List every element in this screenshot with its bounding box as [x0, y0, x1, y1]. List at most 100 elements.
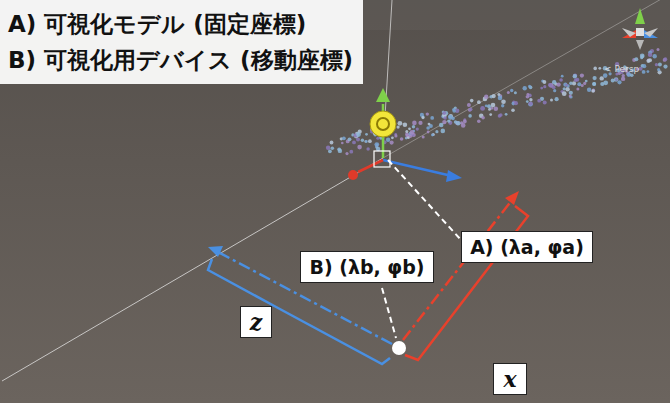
cloud-point	[416, 128, 419, 131]
cloud-point	[528, 85, 531, 88]
cloud-point	[426, 126, 430, 130]
cloud-point	[326, 146, 330, 150]
cloud-point	[611, 79, 615, 83]
cloud-point	[552, 85, 556, 89]
cloud-point	[653, 54, 657, 58]
cloud-point	[439, 123, 444, 128]
cloud-point	[510, 89, 513, 92]
coordinate-callout: A) (λa, φa)	[461, 231, 593, 263]
cloud-point	[477, 119, 481, 123]
cloud-point	[598, 67, 601, 70]
cloud-point	[573, 74, 577, 78]
cloud-point	[647, 59, 651, 63]
cloud-point	[470, 99, 474, 103]
transform-gizmo	[348, 88, 462, 182]
cloud-point	[342, 136, 346, 140]
cloud-point	[528, 101, 532, 105]
axis-name: x	[503, 365, 516, 393]
cloud-point	[481, 116, 485, 120]
coordinate-text: B) (λb, φb)	[309, 254, 424, 280]
cloud-point	[386, 138, 390, 142]
cloud-point	[658, 62, 662, 66]
cloud-point	[467, 103, 471, 107]
cloud-point	[328, 149, 332, 153]
cloud-point	[529, 86, 533, 90]
cloud-point	[422, 115, 425, 118]
cloud-point	[569, 82, 572, 85]
cloud-point	[409, 135, 412, 138]
cloud-point	[397, 126, 400, 129]
cloud-point	[576, 88, 579, 91]
cloud-point	[364, 140, 367, 143]
cloud-point	[356, 138, 360, 142]
cloud-point	[491, 103, 496, 108]
cloud-point	[468, 108, 472, 112]
cloud-point	[418, 121, 422, 125]
title-line: A) 可視化モデル (固定座標)	[8, 6, 353, 42]
cloud-point	[603, 80, 608, 85]
axis-label-box: z	[240, 306, 273, 338]
cloud-point	[427, 131, 430, 134]
cloud-point	[468, 114, 472, 118]
cloud-point	[422, 136, 425, 139]
cloud-point	[352, 141, 356, 145]
cloud-point	[331, 147, 335, 151]
cloud-point	[642, 70, 646, 74]
cloud-point	[592, 89, 596, 93]
cloud-point	[337, 147, 341, 151]
cloud-point	[577, 82, 581, 86]
view-mode-label: < Persp	[604, 64, 639, 74]
cloud-point	[580, 74, 584, 78]
cloud-point	[366, 147, 369, 150]
cloud-point	[615, 78, 618, 81]
cloud-point	[451, 117, 455, 121]
cloud-point	[505, 113, 508, 116]
cloud-point	[412, 121, 417, 126]
cloud-point	[428, 123, 431, 126]
cloud-point	[583, 82, 586, 85]
cloud-point	[655, 63, 658, 66]
cloud-point	[507, 91, 510, 94]
cloud-point	[563, 87, 566, 90]
cloud-point	[501, 99, 506, 104]
cloud-point	[617, 80, 621, 84]
cloud-point	[498, 96, 503, 101]
cloud-point	[374, 142, 379, 147]
cloud-point	[376, 143, 379, 146]
cloud-point	[657, 48, 660, 51]
cloud-point	[537, 99, 541, 103]
cloud-point	[569, 95, 572, 98]
cloud-point	[647, 70, 650, 73]
cloud-point	[431, 134, 434, 137]
cloud-point	[345, 152, 348, 155]
cloud-point	[569, 91, 573, 95]
cloud-point	[400, 137, 404, 141]
cloud-point	[648, 53, 653, 58]
leader-line	[388, 160, 462, 241]
cloud-point	[461, 123, 466, 128]
cloud-point	[356, 132, 361, 137]
cloud-point	[543, 80, 547, 84]
cloud-point	[559, 78, 563, 82]
cloud-point	[394, 134, 397, 137]
cloud-point	[569, 95, 572, 98]
leader-line	[382, 288, 396, 338]
cloud-point	[391, 136, 394, 139]
cloud-point	[368, 139, 372, 143]
cloud-point	[634, 57, 638, 61]
cloud-point	[556, 82, 560, 86]
cloud-point	[550, 99, 553, 102]
cloud-point	[663, 65, 667, 69]
cloud-point	[593, 67, 597, 71]
cloud-point	[600, 76, 604, 80]
cloud-point	[573, 73, 577, 77]
cloud-point	[432, 133, 435, 136]
cloud-point	[349, 150, 353, 154]
device-point	[392, 341, 406, 355]
cloud-point	[562, 91, 567, 96]
cloud-point	[463, 120, 467, 124]
cloud-point	[480, 106, 485, 111]
cloud-point	[501, 104, 504, 107]
cloud-point	[563, 83, 567, 87]
cloud-point	[485, 104, 488, 107]
